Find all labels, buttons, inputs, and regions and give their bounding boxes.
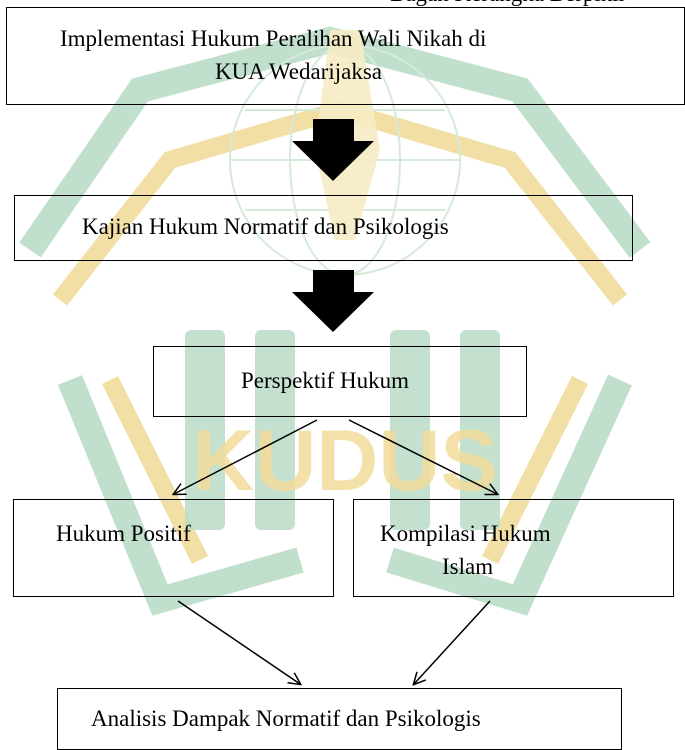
impact-analysis-label: Analisis Dampak Normatif dan Psikologis: [91, 706, 481, 731]
positive-law-label: Hukum Positif: [56, 521, 191, 546]
arrow-positive-law-to-analysis: [177, 600, 300, 684]
legal-perspective-label: Perspektif Hukum: [241, 368, 410, 393]
positive-law-box: [13, 499, 334, 597]
watermark-text: KUDUS: [192, 413, 498, 509]
khi-box: [353, 499, 674, 597]
normative-study-box: [14, 195, 633, 261]
arrow-khi-to-analysis: [414, 600, 491, 684]
block-arrow-down-1: [292, 119, 374, 181]
arrow-to-khi: [348, 419, 497, 494]
arrow-to-positive-law: [174, 419, 318, 494]
implementation-label-line2: KUA Wedarijaksa: [215, 59, 382, 84]
khi-label-line1: Kompilasi Hukum: [380, 521, 551, 546]
header-fragment: Bagan Kerangka Berpikir: [390, 0, 626, 9]
khi-label-line2: Islam: [442, 554, 494, 579]
legal-perspective-box: [153, 346, 527, 417]
normative-study-label: Kajian Hukum Normatif dan Psikologis: [82, 214, 449, 239]
block-arrow-down-2: [292, 270, 374, 332]
implementation-label-line1: Implementasi Hukum Peralihan Wali Nikah …: [60, 26, 487, 51]
